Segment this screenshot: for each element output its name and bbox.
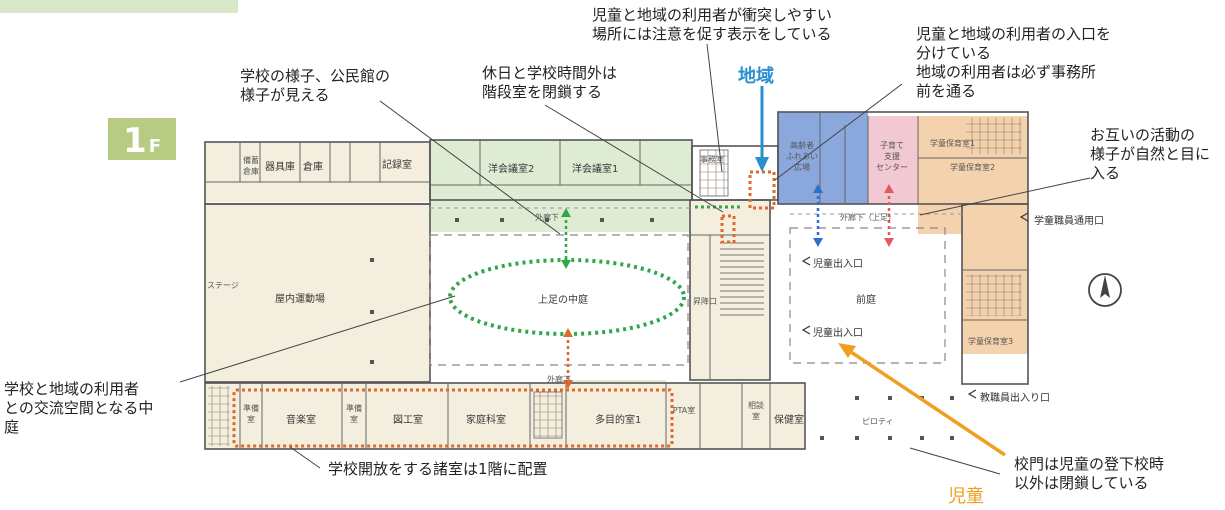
annotation-stair-closed: 休日と学校時間外は 階段室を閉鎖する <box>482 64 618 101</box>
room-warehouse: 倉庫 <box>303 162 323 173</box>
label-chiiki: 地域 <box>738 66 774 87</box>
wing-pink <box>868 116 918 204</box>
room-health: 保健室 <box>774 415 804 426</box>
wing-beige-left <box>205 142 430 202</box>
floor-badge-number: 1 <box>123 121 147 161</box>
wing-blue <box>778 112 868 204</box>
open-rooms-outline <box>232 388 674 448</box>
chiiki-arrow <box>755 86 769 172</box>
room-corridor-left: 外廊下 <box>535 213 559 222</box>
room-arts: 図工室 <box>393 415 423 426</box>
room-courtyard: 上足の中庭 <box>538 295 588 306</box>
wing-beige-gym <box>205 205 430 383</box>
annotation-mutual-activity: お互いの活動の 様子が自然と目に 入る <box>1090 126 1211 182</box>
wing-beige-bottom <box>205 383 805 449</box>
room-storage-small: 備蓄倉庫 <box>243 156 259 176</box>
room-storage: 器具庫 <box>265 162 295 173</box>
annotation-view-school: 学校の様子、公民館の 様子が見える <box>240 67 391 104</box>
label-jidou: 児童 <box>948 486 984 507</box>
room-hall: 昇降口 <box>693 297 717 306</box>
entrance-pupil-2: 児童出入口 <box>813 328 863 339</box>
room-pta: PTA室 <box>672 406 696 415</box>
annotation-separate-entrance: 児童と地域の利用者の入口を 分けている 地域の利用者は必ず事務所 前を通る <box>916 25 1112 100</box>
jidou-arrow <box>838 343 1006 457</box>
wing-green-top <box>430 140 692 232</box>
stair-highlight <box>720 214 736 244</box>
annotation-conflict-sign: 児童と地域の利用者が衝突しやすい 場所には注意を促す表示をしている <box>592 6 832 43</box>
room-elder-plaza: 高齢者 ふれあい 広場 <box>786 141 818 172</box>
room-corridor-top: 外廊下（上足） <box>840 213 896 222</box>
room-childcare: 子育て 支援 センター <box>876 141 908 172</box>
north-arrow-icon <box>1088 273 1122 307</box>
annotation-gate-closed: 校門は児童の登下校時 以外は閉鎖している <box>1014 455 1165 492</box>
room-home-ec: 家庭科室 <box>466 415 506 426</box>
room-gym: 屋内運動場 <box>275 294 325 305</box>
room-western-hall-2: 洋会議室2 <box>488 164 535 175</box>
room-multi-1: 多目的室1 <box>595 415 642 426</box>
room-western-hall-1: 洋会議室1 <box>572 164 619 175</box>
annotation-open-rooms: 学校開放をする諸室は1階に配置 <box>328 460 548 478</box>
room-office: 事務室 <box>700 155 724 164</box>
entrance-nursery-staff: 学童職員通用口 <box>1034 216 1104 227</box>
room-music: 音楽室 <box>286 415 316 426</box>
room-nursery-2: 学童保育室2 <box>950 163 996 172</box>
room-consult: 相談室 <box>748 401 764 421</box>
room-front-yard: 前庭 <box>856 295 876 306</box>
room-nursery-1: 学童保育室1 <box>930 139 976 148</box>
floor-badge-suffix: F <box>148 136 161 157</box>
header-accent-band <box>0 0 238 13</box>
room-pilotis: ピロティ <box>862 417 894 426</box>
floor-badge: 1 F <box>108 118 176 160</box>
room-prep-2: 準備室 <box>346 404 362 424</box>
entrance-pupil-1: 児童出入口 <box>813 259 863 270</box>
annotation-exchange-space: 学校と地域の利用者 との交流空間となる中 庭 <box>4 380 154 436</box>
entrance-staff: 教職員出入り口 <box>980 393 1050 404</box>
room-stage: ステージ <box>207 281 239 290</box>
room-nursery-3: 学童保育室3 <box>968 337 1014 346</box>
room-prep-1: 準備室 <box>243 404 259 424</box>
room-records: 記録室 <box>382 160 412 171</box>
room-corridor-bottom: 外廊下 <box>547 375 571 384</box>
